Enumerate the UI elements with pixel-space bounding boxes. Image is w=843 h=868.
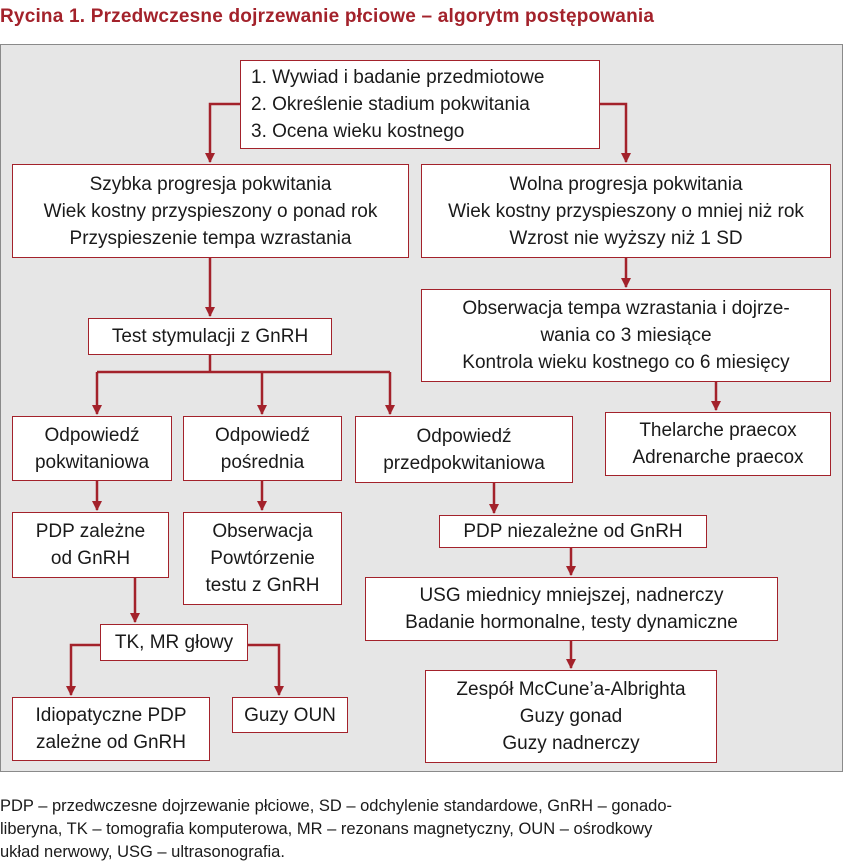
- box-text-line: zależne od GnRH: [36, 732, 186, 753]
- box-text-line: Szybka progresja pokwitania: [89, 173, 332, 195]
- fast-progression-box: Szybka progresja pokwitania Wiek kostny …: [12, 164, 409, 258]
- box-text-line: 1. Wywiad i badanie przedmiotowe: [251, 67, 545, 88]
- box-text-line: Guzy gonad: [519, 706, 623, 727]
- slow-progression-box: Wolna progresja pokwitania Wiek kostny p…: [421, 164, 831, 258]
- box-text-line: Guzy OUN: [244, 704, 336, 726]
- box-text-line: Badanie hormonalne, testy dynamiczne: [405, 612, 738, 633]
- box-text-line: Odpowiedź: [44, 424, 140, 446]
- box-text-line: PDP zależne: [35, 521, 146, 542]
- box-text-line: pokwitaniowa: [34, 451, 150, 473]
- prepubertal-response-box: Odpowiedź przedpokwitaniowa: [355, 416, 573, 483]
- box-text-line: testu z GnRH: [205, 575, 320, 596]
- pubertal-response-box: Odpowiedź pokwitaniowa: [12, 416, 172, 481]
- box-text-line: przedpokwitaniowa: [383, 452, 545, 474]
- figure-title: Rycina 1. Przedwczesne dojrzewanie płcio…: [0, 6, 655, 27]
- box-text-line: Thelarche praecox: [639, 420, 797, 441]
- observation-repeat-box: Obserwacja Powtórzenie testu z GnRH: [183, 512, 342, 605]
- footnote-line: liberyna, TK – tomografia komputerowa, M…: [0, 820, 653, 838]
- box-text-line: USG miednicy mniejszej, nadnerczy: [419, 585, 724, 606]
- cns-tumors-box: Guzy OUN: [232, 697, 348, 733]
- box-text-line: Odpowiedź: [416, 425, 512, 447]
- box-text-line: Przyspieszenie tempa wzrastania: [69, 227, 352, 249]
- mccune-albright-box: Zespół McCune’a-Albrighta Guzy gonad Guz…: [425, 670, 717, 763]
- arrow-ct-to-cns: [248, 643, 284, 696]
- idiopathic-box: Idiopatyczne PDP zależne od GnRH: [12, 697, 210, 761]
- box-text-line: Obserwacja tempa wzrastania i dojrze-: [462, 298, 790, 319]
- usg-box: USG miednicy mniejszej, nadnerczy Badani…: [365, 577, 778, 641]
- box-text-line: Wolna progresja pokwitania: [509, 173, 743, 195]
- intermediate-response-box: Odpowiedź pośrednia: [183, 416, 342, 481]
- box-text-line: Wiek kostny przyspieszony o mniej niż ro…: [448, 200, 804, 222]
- box-text-line: od GnRH: [50, 548, 131, 569]
- thelarche-box: Thelarche praecox Adrenarche praecox: [605, 412, 831, 476]
- footnote-line: PDP – przedwczesne dojrzewanie płciowe, …: [0, 797, 672, 815]
- box-text-line: Guzy nadnerczy: [502, 733, 640, 754]
- box-text-line: PDP niezależne od GnRH: [463, 521, 683, 542]
- pdp-dependent-box: PDP zależne od GnRH: [12, 512, 169, 578]
- arrow-start-to-fast: [205, 102, 240, 163]
- observation-box: Obserwacja tempa wzrastania i dojrze- wa…: [421, 289, 831, 382]
- arrow-start-to-slow: [600, 102, 631, 163]
- box-text-line: Test stymulacji z GnRH: [111, 326, 309, 347]
- box-text-line: TK, MR głowy: [114, 632, 234, 653]
- box-text-line: Zespół McCune’a-Albrighta: [456, 679, 686, 700]
- box-text-line: Odpowiedź: [214, 424, 311, 446]
- box-text-line: Idiopatyczne PDP: [35, 705, 187, 726]
- box-text-line: Wiek kostny przyspieszony o ponad rok: [43, 200, 378, 222]
- footnote-line: układ nerwowy, USG – ultrasonografia.: [0, 843, 285, 861]
- box-text-line: wania co 3 miesiące: [540, 325, 712, 346]
- box-text-line: pośrednia: [220, 451, 305, 473]
- start-box: 1. Wywiad i badanie przedmiotowe 2. Okre…: [240, 60, 600, 149]
- ct-mri-box: TK, MR głowy: [100, 624, 248, 661]
- box-text-line: Obserwacja: [212, 521, 313, 542]
- box-text-line: 2. Określenie stadium pokwitania: [251, 94, 530, 115]
- arrow-ct-to-idiopathic: [66, 643, 100, 696]
- pdp-independent-box: PDP niezależne od GnRH: [439, 515, 707, 548]
- gnrh-test-box: Test stymulacji z GnRH: [88, 318, 332, 355]
- box-text-line: Wzrost nie wyższy niż 1 SD: [509, 227, 743, 249]
- box-text-line: Adrenarche praecox: [632, 447, 804, 468]
- box-text-line: 3. Ocena wieku kostnego: [251, 121, 465, 142]
- box-text-line: Powtórzenie: [210, 548, 315, 569]
- box-text-line: Kontrola wieku kostnego co 6 miesięcy: [462, 352, 790, 373]
- footnote: PDP – przedwczesne dojrzewanie płciowe, …: [0, 795, 843, 864]
